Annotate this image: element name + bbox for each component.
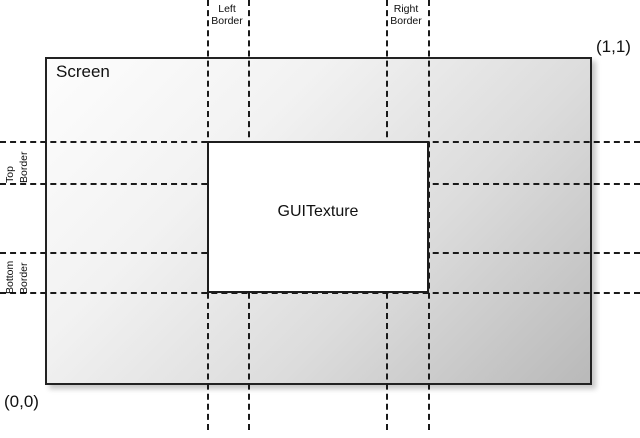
screen-max-coordinate-label: (1,1) [596, 37, 631, 56]
bottom-border-label: Bottom [4, 261, 16, 294]
top-border-label-line1: Top [4, 166, 16, 183]
right-border-label-line2: Border [390, 15, 422, 27]
top-border-label-line2: Border [18, 151, 30, 183]
top-border-label-second: Border [18, 151, 30, 183]
left-border-label-line1: Left [218, 3, 236, 15]
bottom-border-label-line1: Bottom [4, 260, 16, 294]
right-border-label-line1: Right [393, 3, 419, 15]
bottom-border-outer-guide-line [0, 292, 640, 294]
left-border-label-line2: Border [211, 15, 243, 27]
top-border-label: Top [4, 166, 16, 183]
bottom-border-label-line2: Border [18, 262, 30, 294]
bottom-border-label-second: Border [18, 262, 30, 294]
left-border-label: Left Border [206, 3, 248, 27]
guitexture-label: GUITexture [277, 203, 359, 220]
right-border-label: Right Border [385, 3, 427, 27]
guitexture-rectangle [207, 141, 429, 293]
right-border-outer-guide-line [428, 0, 430, 430]
screen-label: Screen [56, 62, 110, 81]
screen-origin-coordinate-label: (0,0) [4, 392, 39, 411]
